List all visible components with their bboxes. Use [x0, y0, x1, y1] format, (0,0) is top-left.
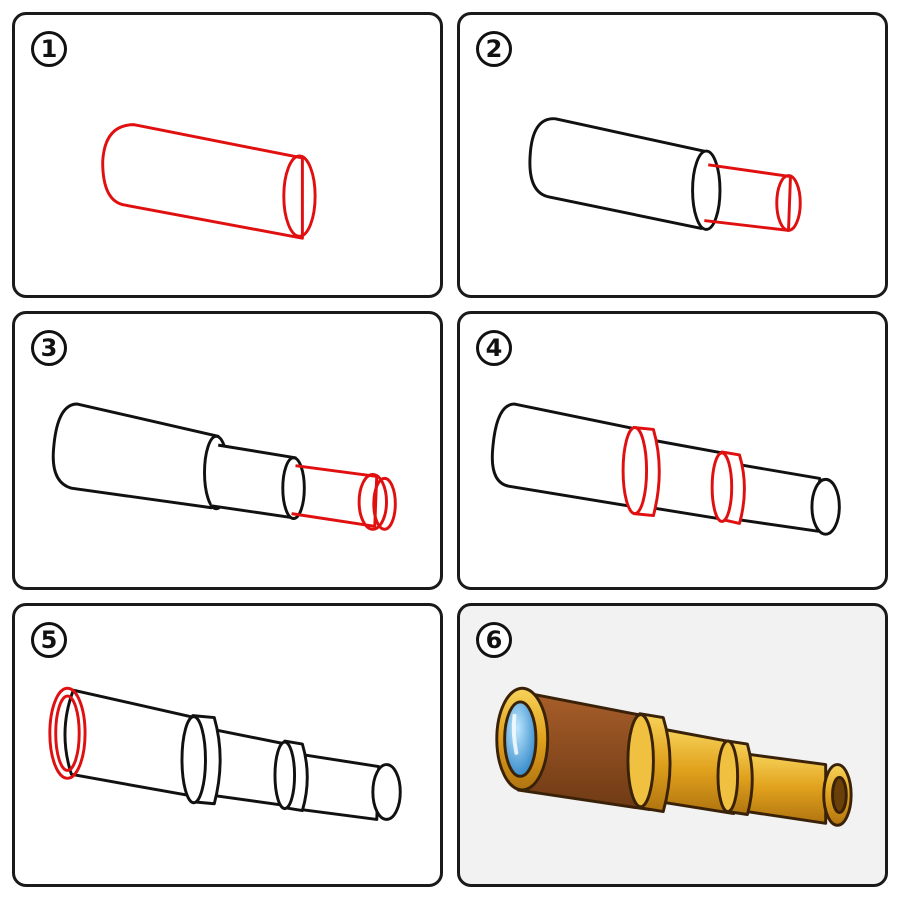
step-1-drawing — [101, 123, 317, 240]
step-4-number-badge: 4 — [476, 330, 512, 366]
step-5-number-badge: 5 — [31, 622, 67, 658]
step-1-number-badge: 1 — [31, 31, 67, 67]
step-3-drawing — [51, 402, 397, 531]
step-2-panel: 2 — [457, 12, 888, 298]
third-tube-cap-ring — [357, 473, 388, 531]
large-tube-outline — [490, 402, 650, 510]
step-6-panel: 6 — [457, 603, 888, 887]
third-tube-end — [372, 476, 397, 531]
large-tube-outline — [528, 117, 710, 230]
step-5-drawing — [48, 686, 402, 821]
lens-highlight-icon — [511, 713, 519, 755]
second-collar-front — [710, 451, 734, 523]
objective-lens-ring-outer — [48, 686, 87, 780]
eyepiece-hole — [831, 775, 848, 815]
large-tube-outline — [63, 688, 214, 800]
objective-lens — [503, 700, 538, 778]
second-collar-front — [273, 740, 297, 811]
second-tube-end — [281, 456, 306, 520]
step-3-number-badge: 3 — [31, 330, 67, 366]
first-collar-front — [626, 713, 655, 809]
second-tube-end — [775, 174, 802, 232]
eyepiece-end — [810, 477, 841, 536]
step-1-panel: 1 — [12, 12, 443, 298]
first-collar-front — [621, 426, 649, 516]
step-2-number-badge: 2 — [476, 31, 512, 67]
step-6-colored-spyglass — [495, 686, 853, 827]
step-2-drawing — [528, 117, 802, 232]
step-4-drawing — [490, 402, 841, 536]
large-tube-outline — [51, 402, 220, 510]
tube-body-outline — [101, 123, 304, 240]
eyepiece-end — [371, 763, 402, 821]
third-tube-outline — [291, 464, 379, 528]
large-tube-end — [691, 149, 722, 231]
step-4-panel: 4 — [457, 311, 888, 590]
first-collar-front — [180, 715, 207, 805]
step-5-panel: 5 — [12, 603, 443, 887]
step-3-panel: 3 — [12, 311, 443, 590]
objective-lens-ring-inner — [54, 694, 81, 772]
step-6-number-badge: 6 — [476, 622, 512, 658]
second-tube-outline — [704, 163, 792, 232]
tube-end-ellipse — [282, 154, 317, 238]
second-collar-front — [716, 739, 740, 814]
